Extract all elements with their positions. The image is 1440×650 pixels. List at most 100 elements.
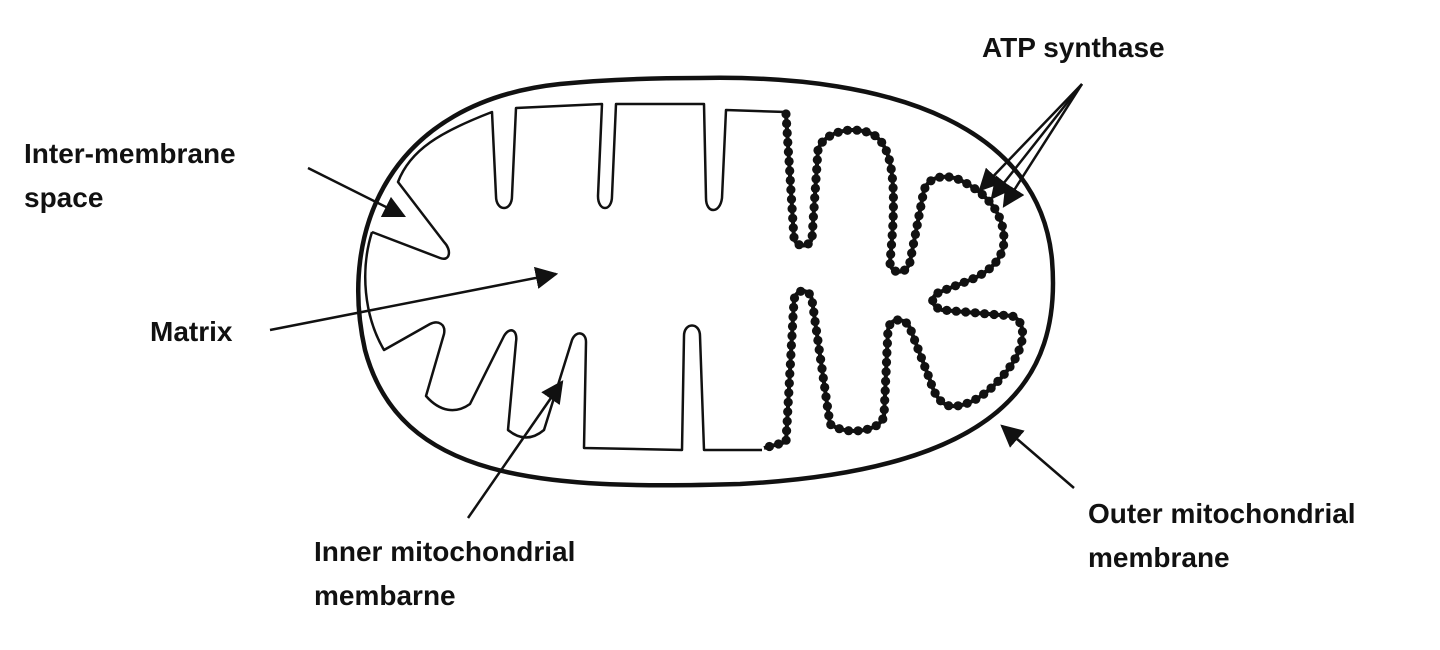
atp-synthase-dot [979,389,989,399]
atp-synthase-dot [962,179,972,189]
label-outer-membrane-line-1: Outer mitochondrial [1088,498,1356,529]
atp-synthase-dot [783,407,793,417]
arrow-matrix [269,266,559,332]
arrow-inner-membrane [466,380,564,519]
atp-synthase-dot [877,137,887,147]
atp-synthase-dot [926,176,936,186]
atp-synthase-dot [786,350,796,360]
atp-synthase-dot [999,230,1009,241]
atp-synthase-dot [908,239,919,249]
atp-synthase-dot [885,320,895,330]
atp-synthase-dot [953,174,963,184]
atp-synthase-dot [881,376,891,386]
atp-synthase-dot [1010,354,1020,364]
atp-synthase-dot [842,125,853,135]
atp-synthase-dot [910,335,920,345]
atp-synthase-dot [912,220,922,230]
atp-synthase-dot [782,426,792,436]
atp-synthase-dot [887,173,898,183]
atp-synthase-dot [818,373,828,383]
atp-synthase-dot [886,164,896,174]
atp-synthase-dot [844,426,854,436]
atp-synthase-dot [879,405,889,415]
atp-synthase-dot [930,388,940,398]
atp-synthase-dot [913,344,923,354]
atp-synthase-dot [1017,336,1027,346]
atp-synthase-dot [977,189,987,200]
atp-synthase-dot [971,394,981,404]
atp-synthase-dot [888,202,899,212]
atp-synthase-dot [999,310,1009,320]
atp-synthase-dot [944,401,954,411]
atp-synthase-dot [926,379,937,389]
atp-synthase-dot [787,204,797,214]
atp-synthase-dot [916,201,926,212]
atp-synthase-dot [785,359,796,369]
atp-synthase-dot [900,265,910,275]
atp-synthase-dot [782,128,792,138]
atp-synthase-dot [888,183,898,193]
label-intermembrane-line-2: space [24,182,104,213]
atp-synthase-dot [989,309,999,320]
atp-synthase-dot [888,192,899,202]
atp-synthase-dot [959,277,969,287]
atp-synthase-dot [942,284,952,294]
label-atp-synthase: ATP synthase [982,26,1165,70]
atp-synthase-dot [990,204,1000,214]
atp-synthase-dot [968,274,978,284]
atp-synthase-dot [764,441,775,452]
atp-synthase-dot [961,307,971,317]
atp-synthase-dot [942,305,952,315]
atp-synthase-dot [994,212,1004,222]
atp-synthase-dot [951,306,961,316]
outer-membrane [356,75,1056,488]
atp-synthase-dot [804,289,814,299]
atp-synthase-dot [881,146,891,156]
atp-synthase-dot [933,288,943,298]
atp-synthase-particles [764,109,1028,452]
atp-synthase-dot [789,232,799,242]
atp-synthase-dot [808,212,819,222]
atp-synthase-dot [833,127,843,137]
atp-synthase-dot [785,369,795,379]
atp-synthase-dot [906,326,916,336]
atp-synthase-dot [882,348,892,358]
atp-synthase-dot [881,367,891,377]
atp-synthase-dot [809,202,819,212]
atp-synthase-dot [916,353,927,363]
atp-synthase-dot [811,326,822,336]
atp-synthase-dot [1005,362,1015,372]
atp-synthase-dot [785,166,795,176]
atp-synthase-dot [984,264,994,274]
arrow-outer-membrane [1000,424,1075,489]
atp-synthase-dot [986,383,996,393]
atp-synthase-dot [786,340,797,350]
atp-synthase-dot [905,257,915,267]
atp-synthase-dot [878,414,888,424]
atp-synthase-dot [907,248,917,258]
atp-synthase-dot [970,184,980,194]
atp-synthase-dot [886,249,896,259]
atp-synthase-dot [1014,345,1024,355]
atp-synthase-dot [787,321,798,331]
atp-synthase-dot [820,382,830,392]
atp-synthase-dot [861,127,871,137]
atp-synthase-dot [785,175,795,185]
atp-synthase-dot [796,286,806,296]
atp-synthase-dot [817,137,827,147]
atp-synthase-dot [824,411,834,421]
atp-synthase-dot [811,174,821,184]
atp-synthase-dot [807,298,818,308]
atp-synthase-dot [888,211,898,221]
atp-synthase-dot [789,302,799,312]
label-matrix-text: Matrix [150,316,233,347]
atp-synthase-dot [783,137,793,147]
atp-synthase-dot [996,249,1006,259]
label-inner-membrane-line-1: Inner mitochondrial [314,536,576,567]
atp-synthase-dot [890,266,901,276]
atp-synthase-dot [821,392,831,402]
atp-synthase-dot [871,421,881,431]
atp-synthase-dot [1008,311,1018,321]
atp-synthase-dot [816,354,826,364]
